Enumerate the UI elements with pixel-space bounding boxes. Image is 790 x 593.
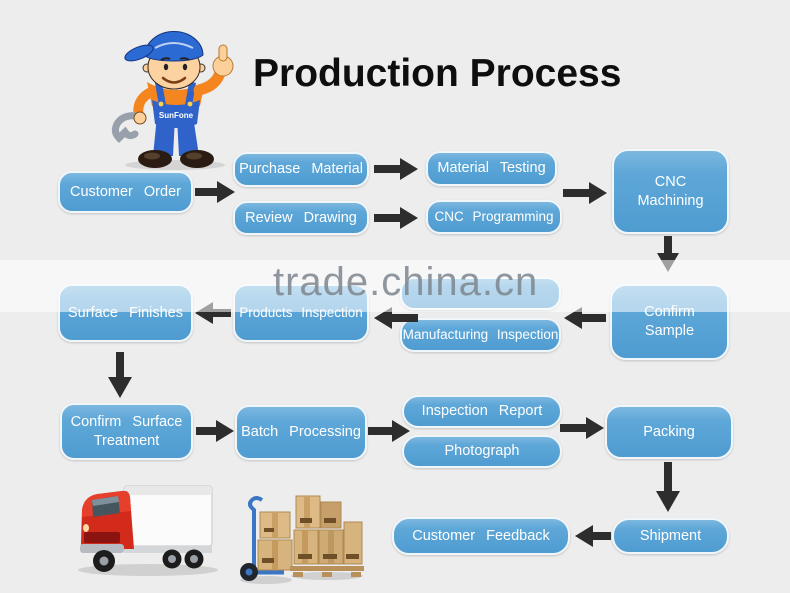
arrow-right-icon: [195, 181, 235, 203]
node-purchase-material: Purchase Material: [233, 152, 369, 187]
arrow-down-icon: [656, 462, 680, 512]
watermark-band: [0, 260, 790, 312]
arrow-down-icon: [108, 352, 132, 398]
node-packing: Packing: [605, 405, 733, 459]
arrow-down-icon: [657, 236, 679, 272]
node-label: Material Testing: [437, 160, 546, 177]
truck-image: [78, 485, 218, 576]
hand-truck-image: [240, 496, 293, 584]
node-label: Manufacturing Inspection: [402, 327, 559, 343]
node-label: Customer Order: [70, 183, 181, 200]
arrow-left-icon: [575, 525, 611, 547]
node-label: Batch Processing: [241, 424, 361, 441]
node-label: CNC Machining: [637, 173, 704, 209]
arrow-right-icon: [374, 158, 418, 180]
node-label: Purchase Material: [239, 161, 363, 178]
node-label: Review Drawing: [245, 209, 357, 226]
arrow-right-icon: [196, 420, 234, 442]
node-confirm-surface-treatment: Confirm Surface Treatment: [60, 403, 193, 460]
node-cnc-machining: CNC Machining: [612, 149, 729, 234]
arrow-right-icon: [563, 182, 607, 204]
node-label: Confirm Surface Treatment: [70, 413, 183, 449]
mascot-badge-text: SunFone: [159, 111, 194, 120]
node-manufacturing-inspection: Manufacturing Inspection: [400, 318, 561, 352]
watermark-text: trade.china.cn: [273, 260, 539, 304]
mascot-worker-image: SunFone: [111, 31, 234, 170]
node-cnc-programming: CNC Programming: [426, 200, 562, 234]
arrow-left-icon: [564, 307, 606, 329]
node-label: Packing: [643, 423, 695, 440]
node-customer-order: Customer Order: [58, 171, 193, 213]
arrow-right-icon: [374, 207, 418, 229]
node-review-drawing: Review Drawing: [233, 201, 369, 235]
node-label: Photograph: [444, 443, 520, 460]
arrow-left-icon: [374, 307, 418, 329]
node-shipment: Shipment: [612, 518, 729, 554]
node-label: CNC Programming: [434, 209, 554, 225]
node-inspection-report: Inspection Report: [402, 395, 562, 428]
node-customer-feedback: Customer Feedback: [392, 517, 570, 555]
node-label: Customer Feedback: [412, 527, 550, 544]
arrow-right-icon: [560, 417, 604, 439]
page-title: Production Process: [253, 52, 622, 95]
node-label: Inspection Report: [421, 403, 543, 420]
arrow-right-icon: [368, 420, 410, 442]
node-label: Shipment: [639, 527, 702, 544]
mascot-cap: [144, 31, 204, 62]
node-photograph: Photograph: [402, 435, 562, 468]
cardboard-boxes-image: [290, 495, 364, 580]
node-material-testing: Material Testing: [426, 151, 557, 186]
node-batch-processing: Batch Processing: [235, 405, 367, 460]
